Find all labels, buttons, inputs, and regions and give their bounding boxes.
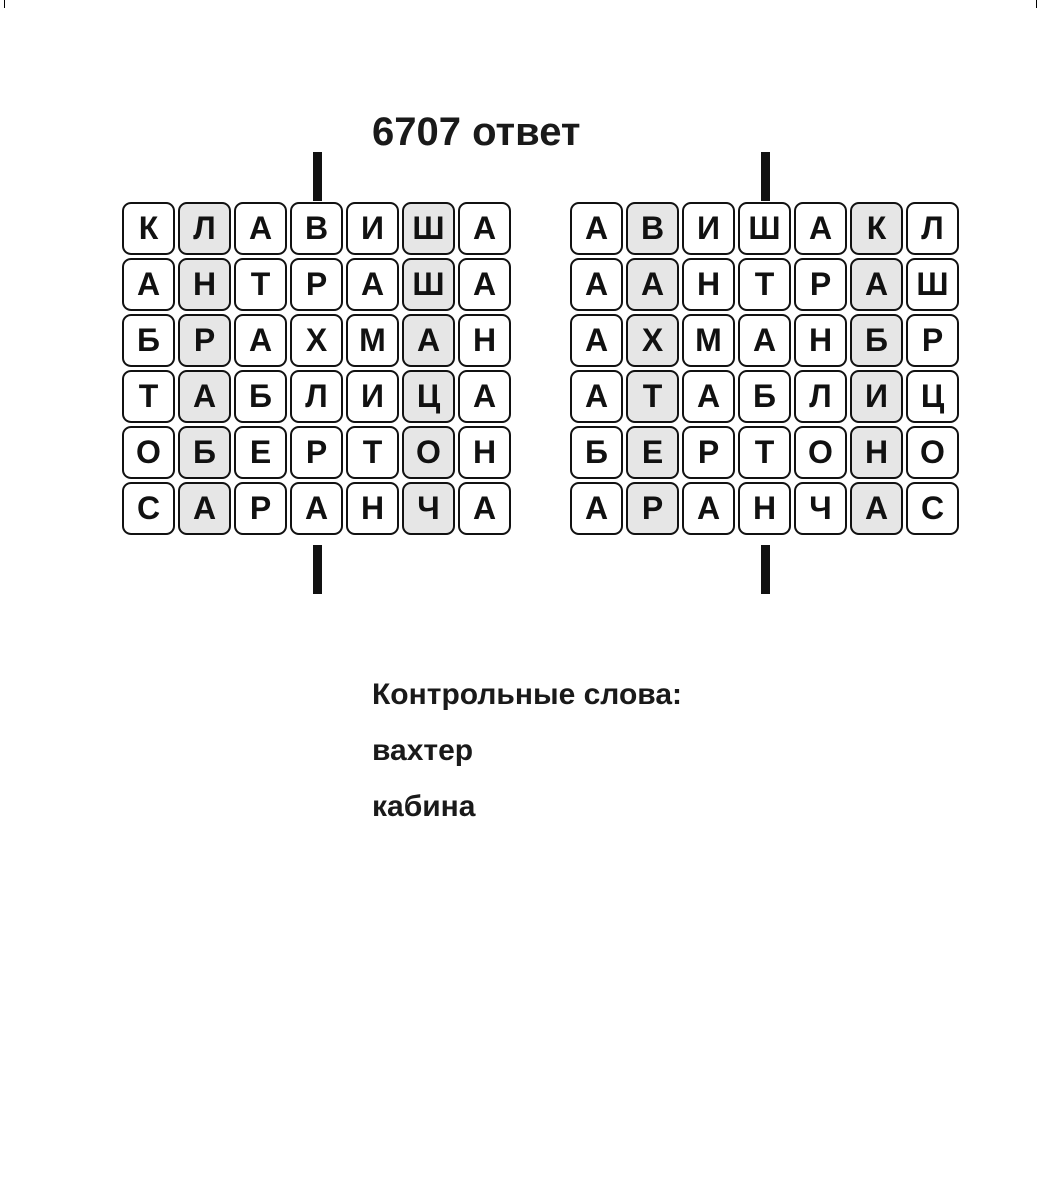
left-grid-cell: А (458, 202, 511, 255)
right-grid-cell: А (850, 482, 903, 535)
trim-mark-right (1036, 0, 1037, 8)
left-grid-cell: Ш (402, 202, 455, 255)
right-grid-cell: А (626, 258, 679, 311)
right-grid-cell: О (906, 426, 959, 479)
right-grid-cell: Н (738, 482, 791, 535)
right-grid-cell: В (626, 202, 679, 255)
left-grid-cell: И (346, 202, 399, 255)
control-word: кабина (372, 790, 476, 823)
right-grid-cell: О (794, 426, 847, 479)
right-grid-cell: Ч (794, 482, 847, 535)
left-grid-cell: А (346, 258, 399, 311)
left-grid-cell: А (178, 482, 231, 535)
left-grid-cell: К (122, 202, 175, 255)
right-grid-cell: Т (626, 370, 679, 423)
left-grid-cell: Т (346, 426, 399, 479)
right-grid-cell: Н (794, 314, 847, 367)
right-grid-cell: Х (626, 314, 679, 367)
left-grid-cell: А (290, 482, 343, 535)
right-grid-cell: И (682, 202, 735, 255)
left-grid-cell: Т (234, 258, 287, 311)
right-grid-cell: Ш (738, 202, 791, 255)
right-grid-cell: Б (570, 426, 623, 479)
right-grid-cell: Л (906, 202, 959, 255)
left-grid-cell: О (122, 426, 175, 479)
left-grid-cell: Н (458, 314, 511, 367)
control-words-heading: Контрольные слова: (372, 678, 683, 711)
right-grid-bottom-marker (761, 545, 770, 594)
left-grid-cell: Б (178, 426, 231, 479)
left-grid-cell: Ч (402, 482, 455, 535)
right-grid-cell: Р (794, 258, 847, 311)
left-grid-cell: А (178, 370, 231, 423)
left-grid-cell: Н (178, 258, 231, 311)
right-grid-cell: Р (626, 482, 679, 535)
right-grid-cell: А (794, 202, 847, 255)
right-grid-cell: И (850, 370, 903, 423)
left-grid-cell: А (458, 482, 511, 535)
left-grid-cell: Р (178, 314, 231, 367)
right-grid-cell: А (570, 482, 623, 535)
right-grid-cell: Н (682, 258, 735, 311)
right-grid-cell: Н (850, 426, 903, 479)
left-grid-cell: О (402, 426, 455, 479)
right-grid-cell: Т (738, 258, 791, 311)
right-grid-cell: Т (738, 426, 791, 479)
right-grid-cell: А (738, 314, 791, 367)
left-grid-cell: Б (122, 314, 175, 367)
right-grid-cell: Р (682, 426, 735, 479)
left-grid-cell: А (458, 258, 511, 311)
left-grid-cell: И (346, 370, 399, 423)
left-grid-cell: Л (178, 202, 231, 255)
control-word: вахтер (372, 734, 474, 767)
left-grid-top-marker (313, 152, 322, 201)
right-grid-cell: С (906, 482, 959, 535)
right-grid-cell: Л (794, 370, 847, 423)
left-grid-cell: Ц (402, 370, 455, 423)
left-grid-bottom-marker (313, 545, 322, 594)
right-grid-cell: Е (626, 426, 679, 479)
left-grid-cell: Е (234, 426, 287, 479)
right-grid-cell: М (682, 314, 735, 367)
right-grid-cell: А (850, 258, 903, 311)
left-grid-cell: С (122, 482, 175, 535)
left-grid-cell: В (290, 202, 343, 255)
left-grid-cell: А (458, 370, 511, 423)
right-grid-cell: А (682, 370, 735, 423)
right-grid-top-marker (761, 152, 770, 201)
right-grid-cell: А (570, 314, 623, 367)
right-grid-cell: Р (906, 314, 959, 367)
right-grid-cell: А (570, 258, 623, 311)
left-grid-cell: Т (122, 370, 175, 423)
right-grid-cell: А (570, 202, 623, 255)
puzzle-title: 6707 ответ (372, 110, 581, 154)
left-grid-cell: Н (458, 426, 511, 479)
left-grid-cell: Х (290, 314, 343, 367)
right-grid-cell: Ц (906, 370, 959, 423)
left-grid-cell: Р (234, 482, 287, 535)
left-grid-cell: А (402, 314, 455, 367)
left-grid-cell: Р (290, 426, 343, 479)
right-grid-cell: А (570, 370, 623, 423)
left-grid-cell: А (234, 314, 287, 367)
trim-mark-left (4, 0, 5, 8)
left-grid-cell: А (122, 258, 175, 311)
left-grid-cell: М (346, 314, 399, 367)
left-grid-cell: А (234, 202, 287, 255)
left-grid-cell: Б (234, 370, 287, 423)
right-grid-cell: А (682, 482, 735, 535)
left-grid-cell: Р (290, 258, 343, 311)
left-grid-cell: Л (290, 370, 343, 423)
right-grid-cell: Ш (906, 258, 959, 311)
right-grid-cell: К (850, 202, 903, 255)
control-words: Контрольные слова: вахтер кабина (372, 672, 682, 840)
left-grid-cell: Н (346, 482, 399, 535)
right-grid-cell: Б (850, 314, 903, 367)
left-grid-cell: Ш (402, 258, 455, 311)
right-grid-cell: Б (738, 370, 791, 423)
